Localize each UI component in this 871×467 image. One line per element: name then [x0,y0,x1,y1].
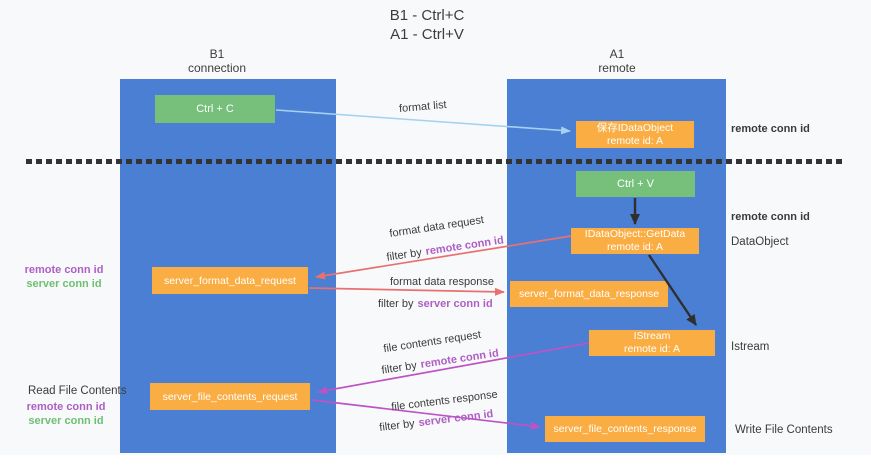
save-idataobject-line1: 保存IDataObject [596,121,674,134]
conn-id-block-file: remote conn id server conn id [22,400,110,428]
conn-id-block-format: remote conn id server conn id [20,263,108,291]
server-file-contents-request-box: server_file_contents_request [150,383,310,410]
getdata-line1: IDataObject::GetData [584,228,686,240]
dataobject-label: DataObject [731,236,789,248]
format-data-response-arrow [308,287,505,296]
server-format-data-response-box: server_format_data_response [510,281,668,307]
server-conn-id-text: server conn id [417,298,493,310]
save-idataobject-box: 保存IDataObject remote id: A [576,121,694,148]
ctrl-c-label: Ctrl + C [196,103,234,115]
remote-conn-id-text: remote conn id [419,347,500,371]
remote-conn-id-right-1: remote conn id [731,123,810,135]
server-format-data-request-box: server_format_data_request [152,267,308,294]
server-conn-id-left-2: server conn id [28,415,104,427]
ctrl-v-label: Ctrl + V [617,178,654,190]
bottom-strip [0,455,871,467]
server-format-data-response-label: server_format_data_response [518,288,660,300]
filter-by-text: filter by [385,246,423,264]
lane-a1-subtitle: remote [598,61,636,75]
diagram-title: B1 - Ctrl+C A1 - Ctrl+V [327,6,527,44]
server-conn-id-text: server conn id [417,408,494,430]
istream-line2: remote id: A [623,343,681,355]
lane-b1-subtitle: connection [187,61,247,75]
getdata-line2: remote id: A [606,241,664,253]
istream-line1: IStream [633,330,671,342]
lane-b1-name: B1 [209,47,225,61]
server-format-data-request-label: server_format_data_request [164,274,296,287]
server-conn-id-left-1: server conn id [26,278,102,290]
server-file-contents-request-label: server_file_contents_request [162,390,298,403]
format-data-request-label: format data request [388,214,485,240]
session-separator-line [26,159,842,164]
remote-conn-id-text: remote conn id [424,234,505,258]
lane-header-b1: B1 connection [157,47,277,75]
idataobject-getdata-box: IDataObject::GetData remote id: A [571,228,699,254]
ctrl-c-box: Ctrl + C [155,95,275,123]
filter-by-text: filter by [378,298,414,310]
server-file-contents-response-label: server_file_contents_response [553,423,697,435]
remote-conn-id-left-1: remote conn id [24,264,104,276]
istream-box: IStream remote id: A [589,330,715,356]
lane-header-a1: A1 remote [557,47,677,75]
lane-a1-name: A1 [609,47,625,61]
filter-by-text: filter by [380,359,418,377]
istream-side-label: Istream [731,341,770,353]
title-line-1: B1 - Ctrl+C [389,7,465,24]
remote-conn-id-right-2: remote conn id [731,211,810,223]
format-list-label: format list [398,98,448,116]
filter-by-text: filter by [378,417,416,434]
server-file-contents-response-box: server_file_contents_response [545,416,705,442]
title-line-2: A1 - Ctrl+V [390,26,464,43]
format-data-response-label: format data response [390,276,494,288]
write-file-contents-label: Write File Contents [735,424,833,436]
remote-conn-id-left-2: remote conn id [26,401,106,413]
ctrl-v-box: Ctrl + V [576,171,695,197]
read-file-contents-label: Read File Contents [28,385,127,397]
save-idataobject-line2: remote id: A [606,134,664,147]
